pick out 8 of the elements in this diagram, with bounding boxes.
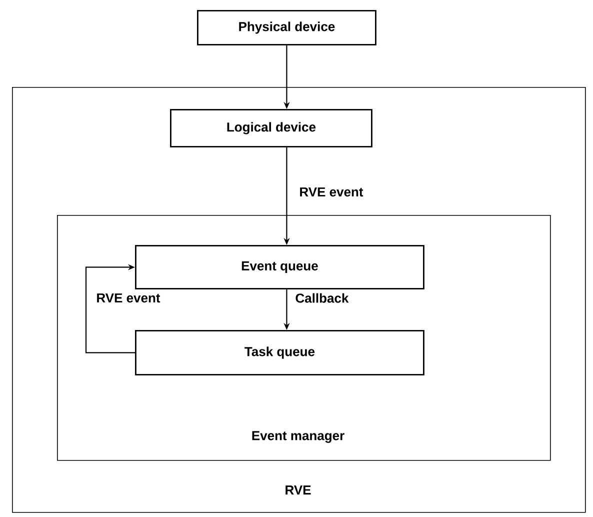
process-box: Task queue bbox=[135, 330, 424, 376]
edge-label: RVE event bbox=[298, 186, 364, 198]
edge-label: Callback bbox=[294, 292, 350, 304]
process-box: Event queue bbox=[135, 245, 424, 290]
process-box: Logical device bbox=[170, 109, 372, 148]
process-box: Physical device bbox=[197, 10, 376, 46]
arrow bbox=[85, 264, 135, 354]
edge-label: RVE event bbox=[95, 292, 162, 304]
